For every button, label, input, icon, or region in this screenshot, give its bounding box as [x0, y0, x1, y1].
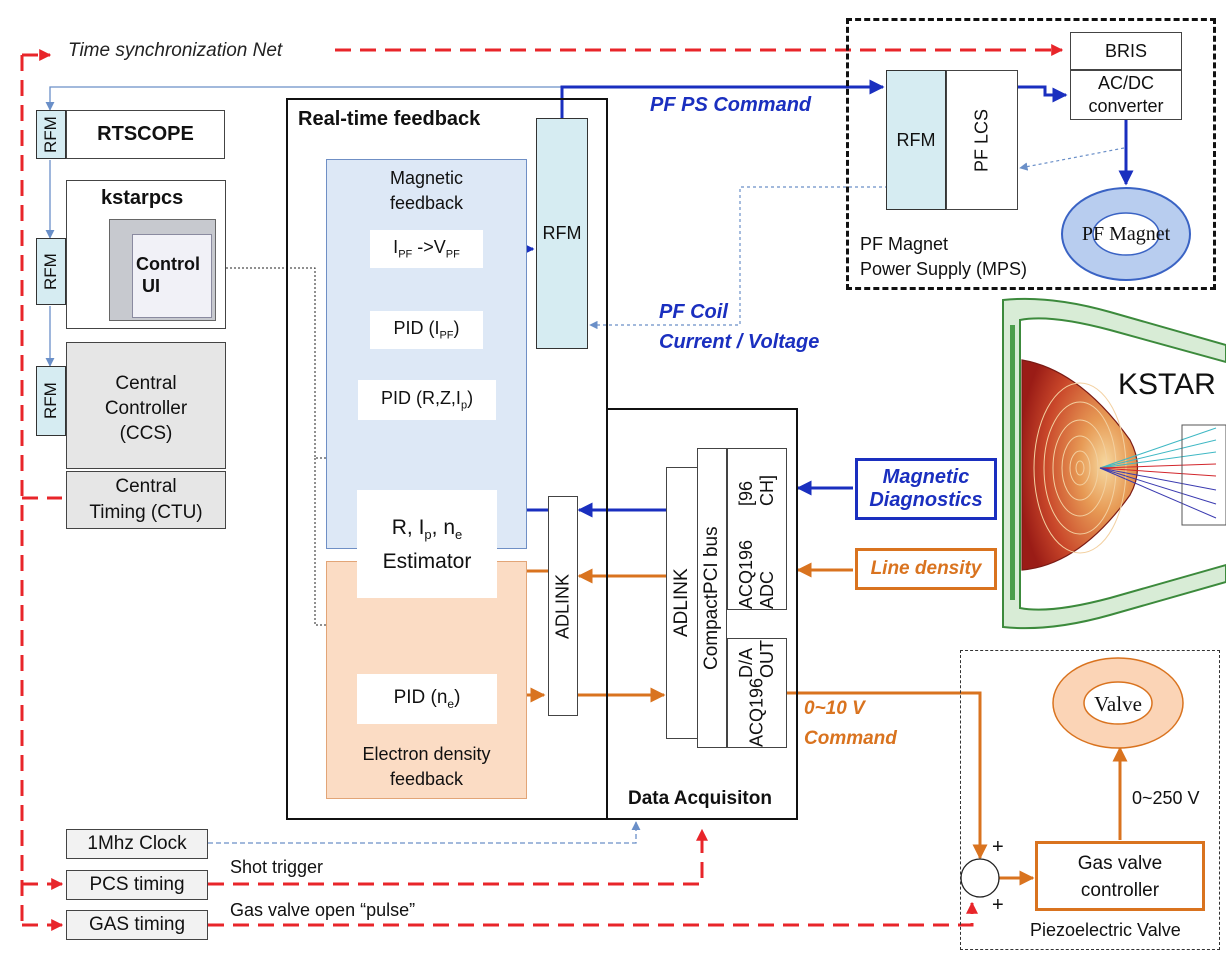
plus-sign-top: + [992, 836, 1004, 858]
ccs-rfm: RFM [36, 366, 66, 436]
voltage-250-label: 0~250 V [1132, 788, 1200, 808]
rfm-ring-lines [45, 86, 641, 844]
ccs-line1: Central [115, 373, 177, 394]
bris-block: BRIS [1070, 32, 1182, 70]
valve-icon [1052, 657, 1184, 749]
plus-sign-bottom: + [992, 894, 1004, 916]
magnetic-feedback-label-1: Magnetic [389, 168, 464, 188]
shot-trigger-label: Shot trigger [230, 857, 324, 877]
magnetic-diagnostics-line2: Diagnostics [869, 489, 983, 511]
gvc-line2: controller [1080, 880, 1160, 901]
electron-density-label-2: feedback [389, 769, 464, 789]
pf-ps-command-label: PF PS Command [650, 94, 812, 116]
kstar-label: KSTAR [1118, 368, 1216, 401]
pid-ipf-text: PID (IPF) [393, 318, 460, 342]
piezo-valve-label: Piezoelectric Valve [1030, 920, 1181, 940]
pcs-timing-box: PCS timing [66, 870, 208, 900]
magnetic-diagnostics-line1: Magnetic [882, 466, 970, 488]
command-label-2: Command [804, 728, 897, 749]
pf-magnet-icon [1061, 187, 1191, 281]
pf-lcs-block: PF LCS [946, 70, 1018, 210]
ctu-line1: Central [115, 476, 177, 497]
kstarpcs-title: kstarpcs [101, 187, 184, 209]
ccs-line3: (CCS) [119, 423, 173, 444]
pid-rzip-block: PID (R,Z,Ip) [358, 380, 496, 420]
control-ui-label-1: Control [136, 254, 200, 274]
gvc-line1: Gas valve [1077, 853, 1163, 874]
magnetic-feedback-label-2: feedback [389, 193, 464, 213]
ccs-line2: Controller [104, 398, 188, 419]
gas-timing-box: GAS timing [66, 910, 208, 940]
rtscope-rfm: RFM [36, 110, 66, 159]
ctu-line2: Timing (CTU) [89, 502, 203, 523]
pid-ipf-block: PID (IPF) [370, 311, 483, 349]
daq-adlink-block: ADLINK [666, 467, 698, 739]
pf-magnet-label: PF Magnet [1081, 223, 1171, 245]
gas-pulse-label: Gas valve open “pulse” [230, 900, 416, 920]
control-ui-screen-inner [132, 234, 212, 318]
rtscope-box: RTSCOPE [66, 110, 225, 159]
kstarpcs-rfm: RFM [36, 238, 66, 305]
data-acquisition-frame [606, 408, 798, 820]
pf-coil-label-1: PF Coil [659, 301, 728, 323]
valve-label: Valve [1094, 692, 1142, 716]
data-acquisition-title: Data Acquisiton [628, 788, 772, 809]
pf-coil-feedback-lines [589, 147, 1125, 330]
command-label-1: 0~10 V [804, 698, 865, 719]
realtime-feedback-title: Real-time feedback [298, 108, 481, 130]
acq196-da-line2: D/A OUT [736, 639, 777, 678]
pid-rzip-text: PID (R,Z,Ip) [380, 388, 474, 412]
ipf-to-vpf-text: IPF ->VPF [393, 237, 460, 261]
kstar-tokamak-icon [1002, 297, 1226, 630]
kstarpcs-box: kstarpcs Control UI [66, 180, 226, 329]
line-density-text: Line density [870, 558, 982, 579]
pid-ne-block: PID (ne) [357, 674, 497, 724]
acq196-adc-block: ACQ196 ADC [96 CH] [727, 448, 787, 610]
gas-valve-controller-block: Gas valve controller [1035, 841, 1205, 911]
acq196-adc-line2: [96 CH] [736, 474, 777, 506]
mps-caption-1: PF Magnet [860, 234, 949, 254]
acq196-da-line1: ACQ196 [746, 677, 767, 747]
acq196-da-block: ACQ196 D/A OUT [727, 638, 787, 748]
electron-density-label-1: Electron density [362, 744, 491, 764]
control-ui-screenshot: Control UI [109, 219, 216, 321]
ctu-box: Central Timing (CTU) [66, 471, 226, 529]
mps-frame [846, 18, 1216, 290]
rtf-adlink-block: ADLINK [548, 496, 578, 716]
time-sync-net-label: Time synchronization Net [68, 40, 283, 61]
line-density-box: Line density [855, 548, 997, 590]
acdc-line2: converter [1088, 96, 1164, 116]
control-ui-label-2: UI [142, 276, 160, 296]
mps-caption-2: Power Supply (MPS) [860, 259, 1028, 279]
valve-sum-junction [960, 858, 1000, 898]
ipf-to-vpf-block: IPF ->VPF [370, 230, 483, 268]
estimator-line1: R, Ip, ne [391, 516, 463, 543]
estimator-line2: Estimator [382, 550, 472, 573]
pid-ne-text: PID (ne) [393, 687, 461, 711]
acq196-adc-line1: ACQ196 ADC [736, 539, 777, 609]
acdc-converter-block: AC/DC converter [1070, 70, 1182, 120]
compactpci-bus-block: CompactPCI bus [697, 448, 727, 748]
time-sync-net-lines [20, 44, 1064, 931]
clock-1mhz-box: 1Mhz Clock [66, 829, 208, 859]
mps-rfm-block: RFM [886, 70, 946, 210]
acdc-line1: AC/DC [1097, 73, 1154, 93]
rtf-rfm-block: RFM [536, 118, 588, 349]
ccs-box: Central Controller (CCS) [66, 342, 226, 469]
estimator-block: R, Ip, ne Estimator [357, 490, 497, 598]
magnetic-diagnostics-box: Magnetic Diagnostics [855, 458, 997, 520]
pf-coil-label-2: Current / Voltage [659, 331, 820, 353]
magnetic-feedback-region [326, 159, 527, 549]
piezo-valve-frame [960, 650, 1220, 950]
